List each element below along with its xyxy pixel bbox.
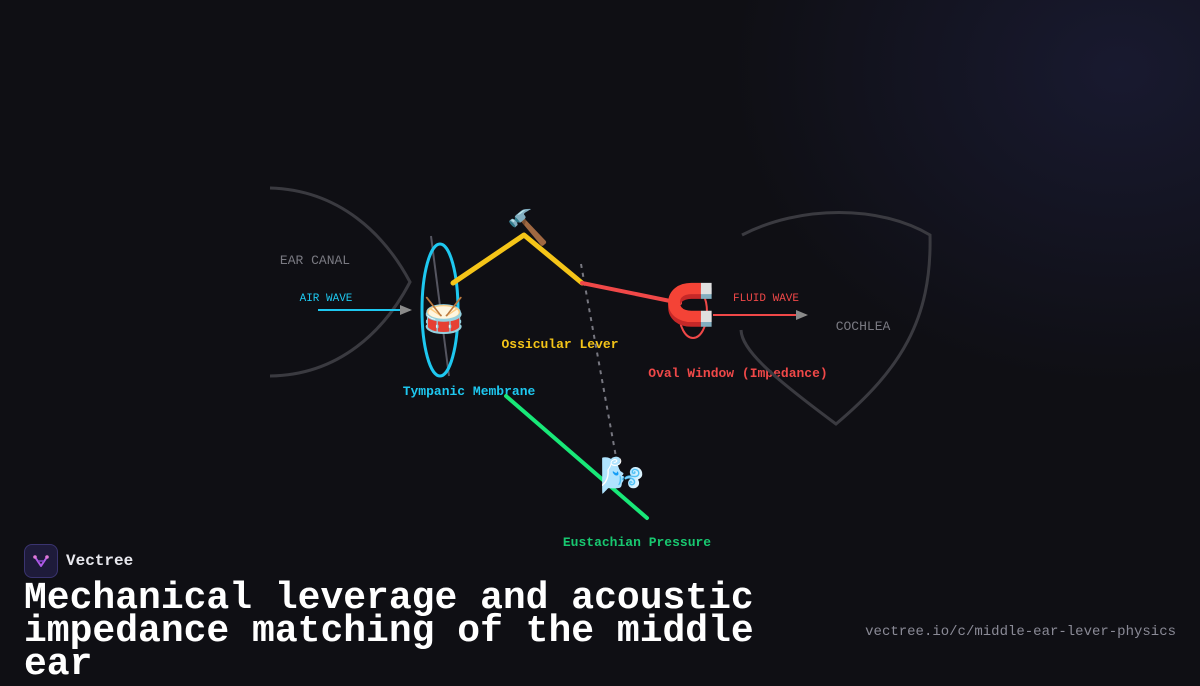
stapes-link-line <box>580 281 682 305</box>
ear-canal-outline <box>269 186 412 378</box>
wind-icon: 🌬️ <box>600 456 645 499</box>
hammer-icon: 🔨 <box>507 208 549 250</box>
oval-window-label: Oval Window (Impedance) <box>648 366 827 381</box>
oval-window-ellipse <box>678 285 708 339</box>
tympanic-membrane-ellipse <box>420 242 460 378</box>
tympanic-membrane-label: Tympanic Membrane <box>403 384 536 399</box>
ossicular-lever-label: Ossicular Lever <box>501 337 618 352</box>
eustachian-pressure-label: Eustachian Pressure <box>563 535 711 550</box>
ossicular-lever-line <box>450 232 585 286</box>
drum-icon: 🥁 <box>423 296 466 338</box>
magnet-icon: 🧲 <box>665 282 715 332</box>
page-title: Mechanical leverage and acoustic impedan… <box>24 577 754 686</box>
cochlea-outline <box>739 211 932 426</box>
pressure-dotted-line <box>580 263 619 469</box>
brand-name: Vectree <box>66 552 134 570</box>
membrane-axis-line <box>430 235 450 377</box>
fluid-wave-label: FLUID WAVE <box>733 293 799 305</box>
brand[interactable]: Vectree <box>24 544 133 578</box>
source-url[interactable]: vectree.io/c/middle-ear-lever-physics <box>865 624 1176 640</box>
ear-canal-label: EAR CANAL <box>280 253 350 268</box>
eustachian-tube-line <box>504 394 649 520</box>
vectree-logo-icon <box>24 544 58 578</box>
air-wave-label: AIR WAVE <box>300 293 353 305</box>
cochlea-label: COCHLEA <box>836 319 891 334</box>
